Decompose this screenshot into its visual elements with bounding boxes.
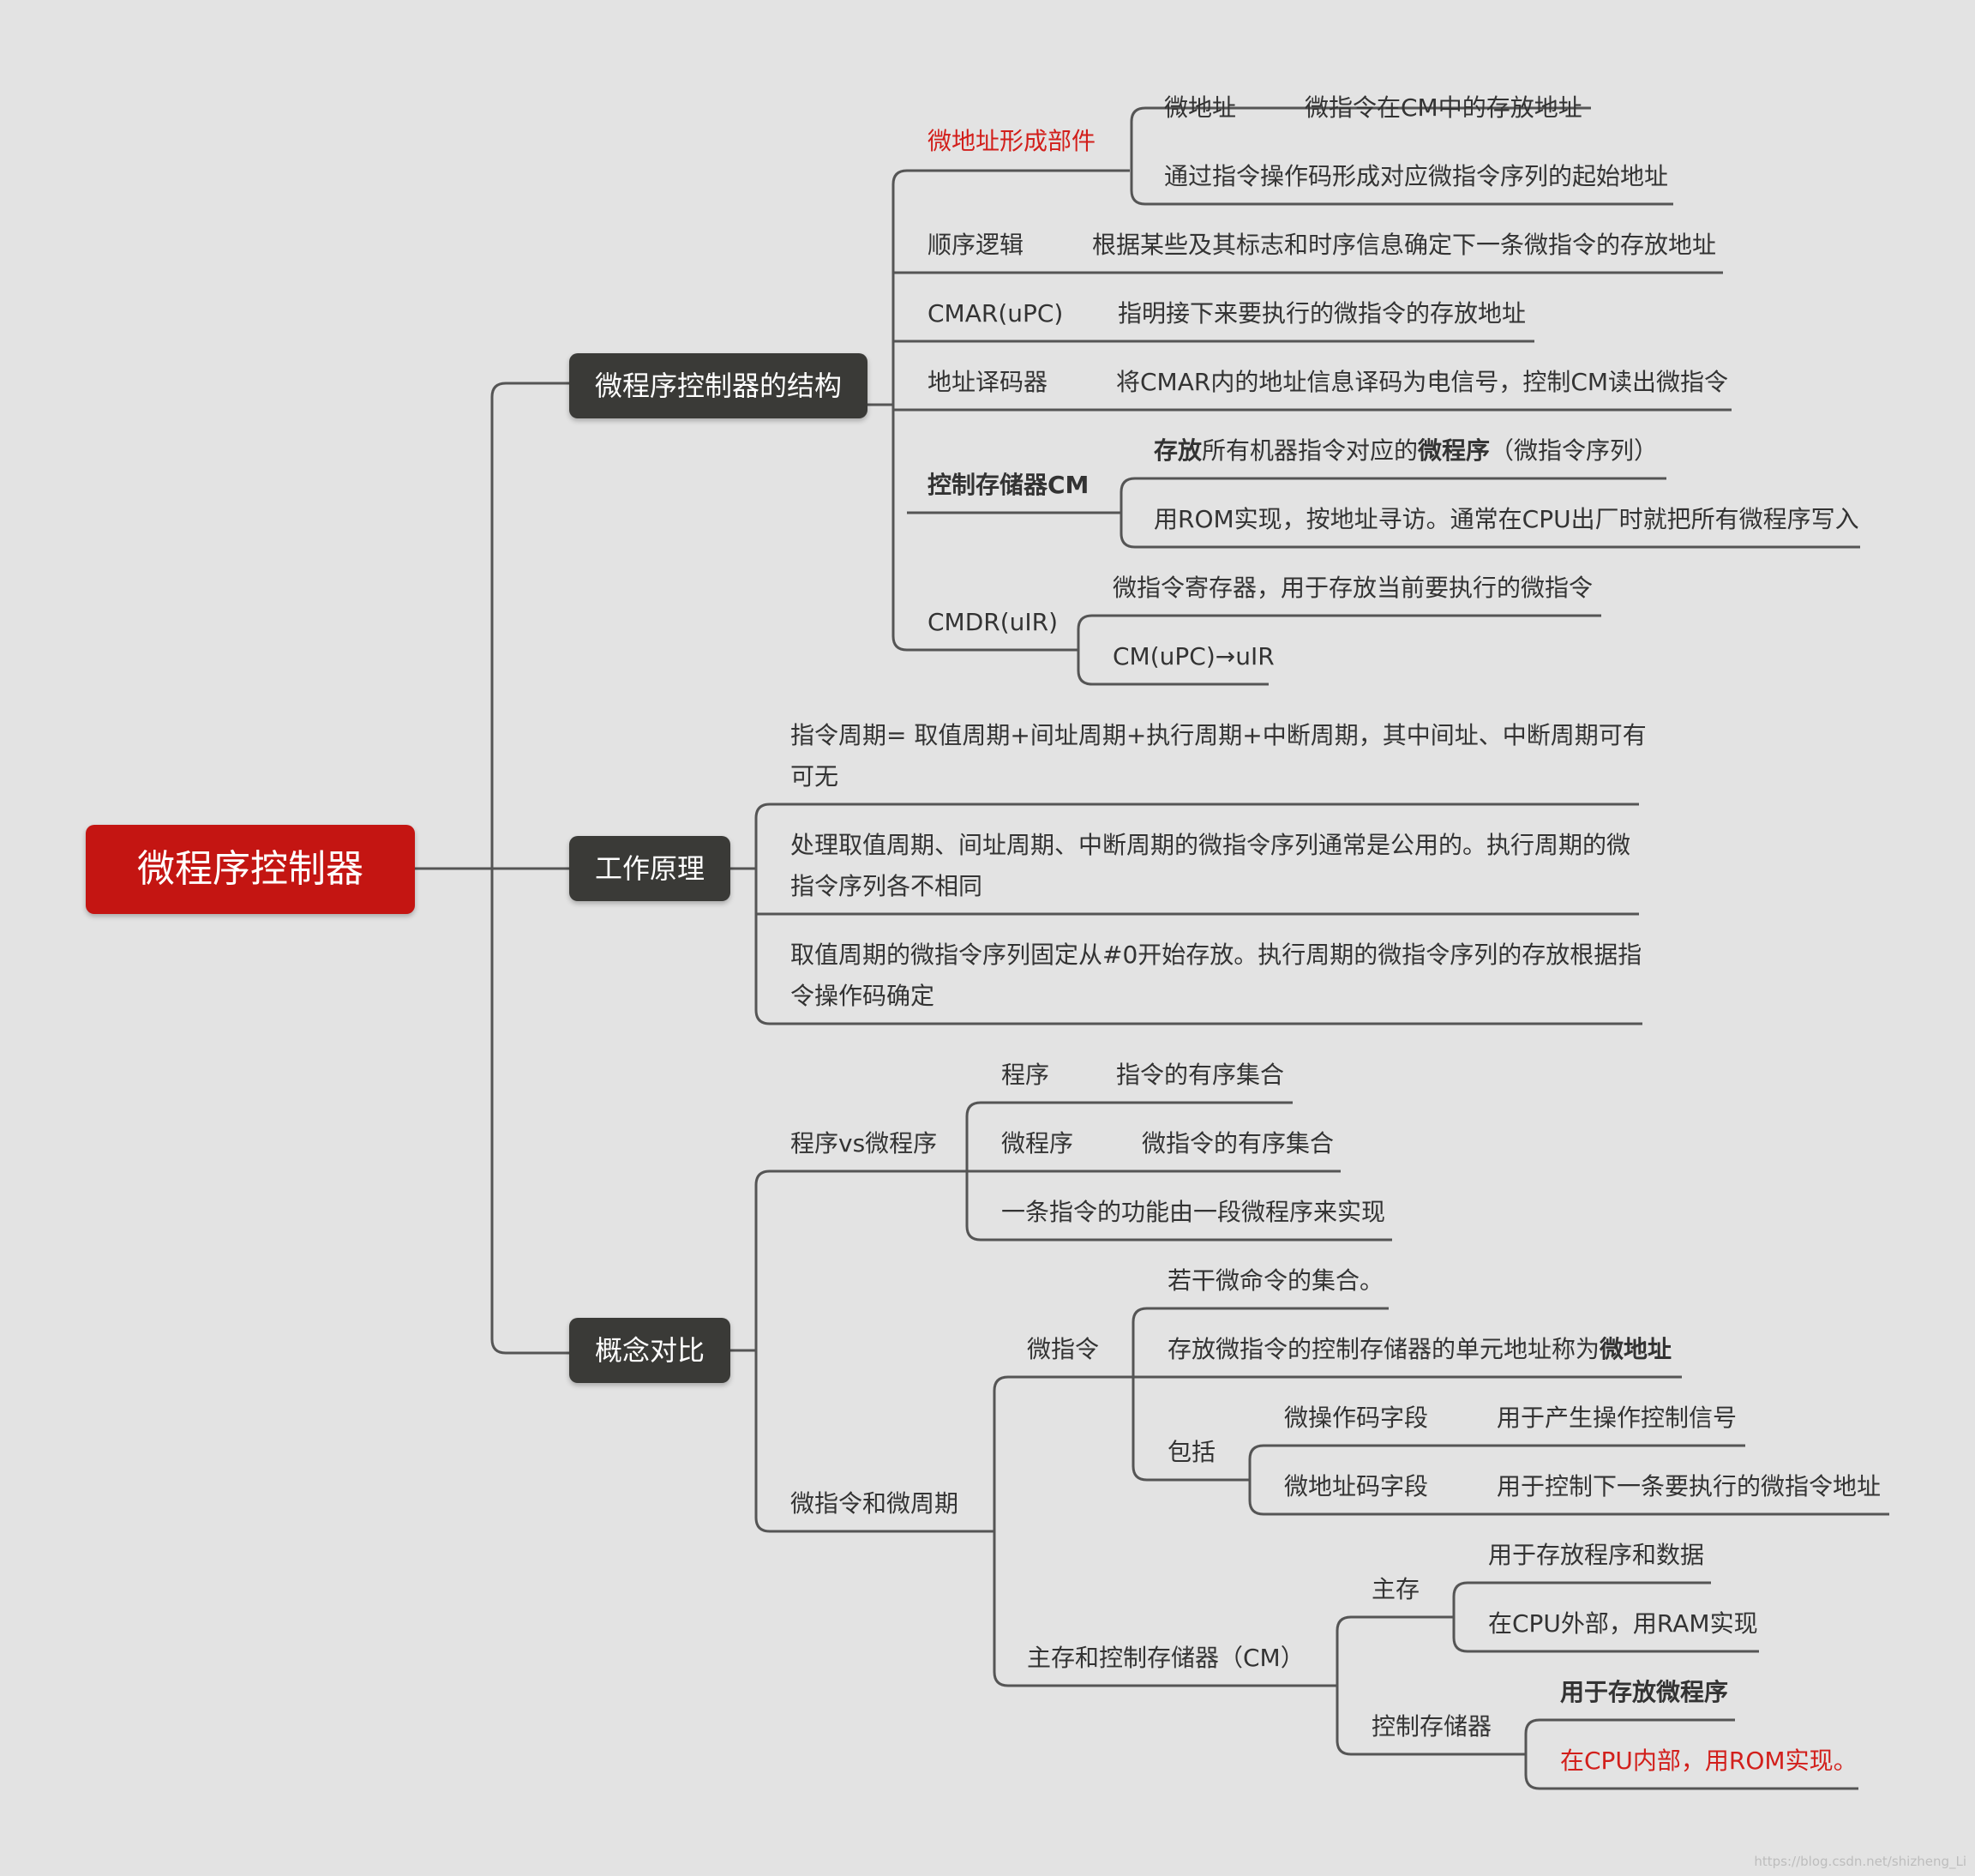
watermark: https://blog.csdn.net/shizheng_Li — [1754, 1854, 1966, 1869]
cm-desc1-bold-microprog: 微程序 — [1418, 436, 1491, 465]
cs-label: 控制存储器 — [1372, 1712, 1492, 1741]
cm-desc1-bold-store: 存放 — [1154, 436, 1203, 465]
node-principle[interactable]: 工作原理 — [569, 836, 730, 901]
underline-cmdr-d1 — [1077, 614, 1601, 650]
micro-addr-label: 微地址 — [1164, 93, 1237, 122]
seq-logic-label: 顺序逻辑 — [927, 231, 1024, 259]
micro-instr-d2-text: 存放微指令的控制存储器的单元地址称为 — [1168, 1335, 1600, 1363]
cm-desc1: 存放所有机器指令对应的微程序（微指令序列） — [1154, 437, 1658, 465]
connector-root-spine — [490, 382, 569, 1355]
op-field-label: 微操作码字段 — [1284, 1404, 1429, 1432]
micro-prog-label: 微程序 — [1001, 1129, 1074, 1157]
cmdr-desc1: 微指令寄存器，用于存放当前要执行的微指令 — [1113, 574, 1594, 602]
underline-micro-addr — [1130, 106, 1591, 171]
underline-opcode — [1130, 171, 1673, 206]
underline-cs-d2 — [1524, 1754, 1858, 1790]
cm-desc1-paren: （微指令序列） — [1490, 436, 1659, 465]
seq-logic-desc: 根据某些及其标志和时序信息确定下一条微指令的存放地址 — [1092, 231, 1717, 259]
micro-addr-desc: 微指令在CM中的存放地址 — [1305, 93, 1582, 122]
cm-desc2: 用ROM实现，按地址寻访。通常在CPU出厂时就把所有微程序写入 — [1154, 505, 1859, 533]
main-mem-label: 主存 — [1372, 1575, 1420, 1603]
prog-label: 程序 — [1001, 1061, 1050, 1089]
connector-storage — [1336, 1615, 1352, 1756]
micro-addr-unit-label: 微地址形成部件 — [927, 127, 1096, 155]
underline-cmdr-d2 — [1077, 650, 1269, 686]
cmdr-label: CMDR(uIR) — [927, 608, 1059, 636]
principle-item-3: 取值周期的微指令序列固定从#0开始存放。执行周期的微指令序列的存放根据指令操作码… — [790, 941, 1642, 1010]
addr-field-label: 微地址码字段 — [1284, 1472, 1429, 1500]
connector-micro-instr — [1132, 1307, 1148, 1482]
include-label: 包括 — [1168, 1438, 1216, 1466]
prog-desc: 指令的有序集合 — [1116, 1061, 1285, 1089]
root-node[interactable]: 微程序控制器 — [86, 825, 415, 914]
underline-addr-field — [1248, 1480, 1889, 1516]
underline-main-d1 — [1452, 1581, 1711, 1617]
micro-instr-label: 微指令 — [1027, 1335, 1100, 1363]
micro-instr-d1: 若干微命令的集合。 — [1168, 1266, 1384, 1295]
cm-desc1-text: 所有机器指令对应的 — [1202, 436, 1419, 465]
node-structure[interactable]: 微程序控制器的结构 — [569, 353, 867, 418]
underline-cs-d1 — [1524, 1718, 1735, 1754]
prog-vs-label: 程序vs微程序 — [790, 1129, 938, 1157]
connector-instr-cycle — [993, 1375, 1009, 1687]
cm-label: 控制存储器CM — [927, 471, 1090, 499]
principle-item-1: 指令周期= 取值周期+间址周期+执行周期+中断周期，其中间址、中断周期可有可无 — [790, 721, 1647, 791]
underline-main-d2 — [1452, 1617, 1759, 1653]
connector-concepts-spine — [754, 1169, 771, 1533]
micro-prog-desc: 微指令的有序集合 — [1142, 1129, 1335, 1157]
underline-cm-d2 — [1120, 513, 1860, 549]
underline-op-field — [1248, 1444, 1745, 1480]
main-mem-d1: 用于存放程序和数据 — [1488, 1541, 1705, 1569]
main-mem-d2: 在CPU外部，用RAM实现 — [1488, 1609, 1758, 1638]
prog-note: 一条指令的功能由一段微程序来实现 — [1001, 1198, 1386, 1226]
cmar-desc: 指明接下来要执行的微指令的存放地址 — [1118, 299, 1527, 328]
instr-cycle-label: 微指令和微周期 — [790, 1489, 959, 1518]
cmdr-desc2: CM(uPC)→uIR — [1113, 642, 1275, 670]
cs-d1: 用于存放微程序 — [1560, 1678, 1729, 1706]
micro-instr-d2-bold: 微地址 — [1600, 1335, 1672, 1363]
principle-item-2: 处理取值周期、间址周期、中断周期的微指令序列通常是公用的。执行周期的微指令序列各… — [790, 831, 1631, 900]
node-concepts[interactable]: 概念对比 — [569, 1318, 730, 1383]
opcode-desc: 通过指令操作码形成对应微指令序列的起始地址 — [1164, 162, 1669, 190]
cs-d2: 在CPU内部，用ROM实现。 — [1560, 1747, 1858, 1775]
decoder-label: 地址译码器 — [927, 368, 1048, 396]
cmar-label: CMAR(uPC) — [927, 299, 1064, 328]
storage-label: 主存和控制存储器（CM） — [1027, 1644, 1305, 1672]
micro-instr-d2: 存放微指令的控制存储器的单元地址称为微地址 — [1168, 1336, 1672, 1363]
addr-field-desc: 用于控制下一条要执行的微指令地址 — [1497, 1472, 1882, 1500]
decoder-desc: 将CMAR内的地址信息译码为电信号，控制CM读出微指令 — [1116, 368, 1729, 396]
op-field-desc: 用于产生操作控制信号 — [1497, 1404, 1738, 1432]
underline-cm-d1 — [1120, 477, 1666, 513]
